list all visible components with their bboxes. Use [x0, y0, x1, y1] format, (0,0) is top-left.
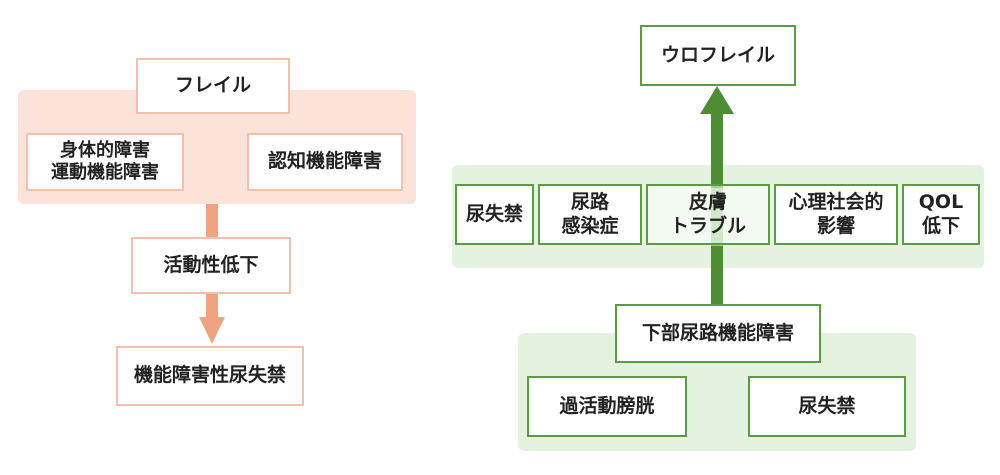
factor-box-qol: QOL 低下	[902, 184, 980, 245]
factor-line1: QOL	[918, 190, 964, 213]
factor-line2: トラブル	[669, 214, 746, 237]
activity-decline-label: 活動性低下	[163, 253, 259, 276]
cognitive-disability-box: 認知機能障害	[247, 133, 403, 191]
urofrailty-label: ウロフレイル	[660, 43, 775, 66]
overactive-bladder-label: 過活動膀胱	[559, 394, 655, 417]
factor-line1: 尿路	[570, 190, 609, 213]
factor-box-uti: 尿路 感染症	[538, 184, 642, 245]
factor-line1: 皮膚	[688, 190, 727, 213]
factor-line1: 尿失禁	[465, 202, 523, 225]
factor-line2: 低下	[921, 214, 960, 237]
factor-line2: 影響	[816, 214, 855, 237]
cognitive-disability-label: 認知機能障害	[267, 150, 382, 173]
factor-box-psychosocial: 心理社会的 影響	[774, 184, 898, 245]
down-arrow-icon	[199, 317, 225, 344]
incontinence-label: 尿失禁	[798, 394, 856, 417]
luts-label: 下部尿路機能障害	[641, 321, 794, 344]
frailty-box: フレイル	[136, 58, 290, 114]
factor-line1: 心理社会的	[788, 190, 884, 213]
physical-disability-box: 身体的障害 運動機能障害	[26, 133, 184, 191]
activity-decline-box: 活動性低下	[131, 237, 291, 294]
activity-to-incontinence-arrow-shaft	[206, 294, 218, 318]
factor-line2: 感染症	[561, 214, 619, 237]
luts-to-urofrailty-shaft-upper	[711, 112, 723, 188]
physical-disability-line2: 運動機能障害	[51, 162, 159, 183]
physical-disability-line1: 身体的障害	[60, 139, 150, 161]
functional-incontinence-label: 機能障害性尿失禁	[133, 364, 286, 387]
frailty-label: フレイル	[174, 74, 251, 97]
incontinence-box: 尿失禁	[748, 376, 906, 437]
functional-incontinence-box: 機能障害性尿失禁	[116, 346, 304, 406]
factor-box-incontinence: 尿失禁	[455, 184, 534, 245]
factor-box-skin: 皮膚 トラブル	[646, 184, 770, 245]
overactive-bladder-box: 過活動膀胱	[527, 376, 687, 437]
urofrailty-box: ウロフレイル	[640, 25, 796, 86]
luts-to-urofrailty-shaft-lower	[711, 246, 723, 304]
luts-box: 下部尿路機能障害	[615, 304, 821, 363]
up-arrow-icon	[700, 86, 734, 114]
frailty-to-activity-connector	[206, 204, 218, 238]
